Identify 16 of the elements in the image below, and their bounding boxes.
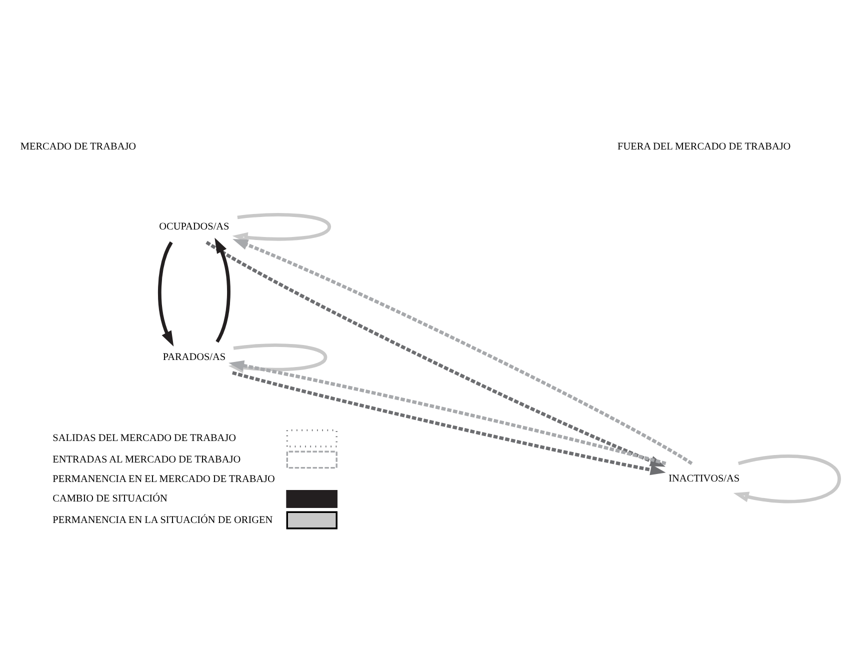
node-text: OCUPADOS/AS	[159, 221, 230, 232]
legend-label: PERMANENCIA EN EL MERCADO DE TRABAJO	[52, 473, 275, 484]
label: FUERA DEL MERCADO DE TRABAJO	[618, 140, 791, 152]
arrow	[228, 360, 666, 465]
node-text: PARADOS/AS	[162, 352, 226, 363]
legend-label: CAMBIO DE SITUACIÓN	[52, 493, 168, 504]
arrow	[228, 343, 328, 373]
arrow	[733, 454, 841, 503]
legend-label: ENTRADAS AL MERCADO DE TRABAJO	[52, 454, 241, 465]
arrow	[232, 212, 332, 242]
node-text: INACTIVOS/AS	[668, 473, 740, 484]
arrow	[158, 240, 174, 346]
legend-label: SALIDAS DEL MERCADO DE TRABAJO	[52, 432, 236, 444]
label: MERCADO DE TRABAJO	[20, 140, 136, 152]
legend-label: PERMANENCIA EN LA SITUACIÓN DE ORIGEN	[52, 514, 273, 526]
arrow	[214, 237, 230, 342]
